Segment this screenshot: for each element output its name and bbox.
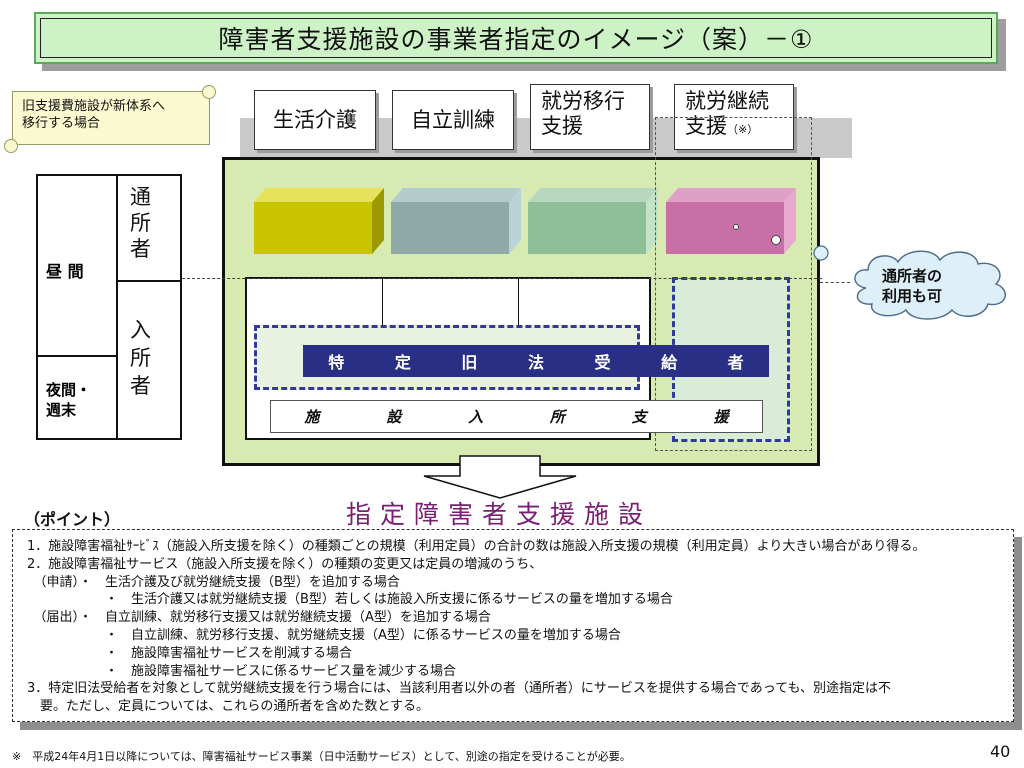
continuous-support-outline [655,117,812,451]
service-jiritsu-kunren: 自立訓練 [392,90,514,150]
scroll-roll-bottom [4,139,18,153]
daytime-label: 昼 間 [46,262,84,281]
service-note-mark: （※） [727,123,759,136]
note-line: 1．施設障害福祉ｻｰﾋﾞｽ（施設入所支援を除く）の種類ごとの規模（利用定員）の合… [27,539,926,554]
cloud-line: 利用も可 [881,287,942,305]
time-resident-table [36,174,182,440]
note-line: 要。ただし、定員については、これらの通所者を含めた数とする。 [27,699,429,715]
note-line: ・ 施設障害福祉サービスに係るサービス量を減少する場合 [27,663,457,679]
bar-char: 旧 [461,353,478,372]
night-label-line: 週末 [46,401,77,419]
bar-char: 支 [631,408,647,426]
block-shuro-iko [528,188,658,254]
cloud-text: 通所者の 利用も可 [868,266,956,306]
scroll-note-text: 旧支援費施設が新体系へ 移行する場合 [22,98,212,132]
table-divider [116,174,118,440]
designated-facility-label: 指定障害者支援施設 [346,500,653,529]
bar-char: 援 [713,408,729,426]
scroll-roll-top [202,85,216,99]
service-label: 生活介護 [273,107,357,132]
bar-char: 受 [594,353,611,372]
cloud-line: 通所者の [881,267,942,285]
former-law-recipients-bar: 特 定 旧 法 受 給 者 [303,345,769,377]
note-line: （届出）・ 自立訓練、就労移行支援又は就労継続支援（A型）を追加する場合 [27,610,491,626]
bar-char: 特 [328,353,345,372]
table-divider [36,355,118,357]
service-label: 就労継続 [685,89,769,113]
service-label: 支援 [541,114,583,138]
note-line: 2．施設障害福祉サービス（施設入所支援を除く）の種類の変更又は定員の増減のうち、 [27,556,543,572]
facility-admission-support-bar: 施 設 入 所 支 援 [270,400,763,433]
night-label-line: 夜間・ [46,381,92,399]
night-weekend-label: 夜間・ 週末 [46,380,91,420]
cloud-connector [820,282,850,283]
residents-label: 入所者 [130,318,155,398]
note-line: ・ 施設障害福祉サービスを削減する場合 [27,645,353,661]
bar-char: 施 [304,408,320,426]
notes-box: 1．施設障害福祉ｻｰﾋﾞｽ（施設入所支援を除く）の種類ごとの規模（利用定員）の合… [12,529,1014,722]
table-divider [116,280,182,282]
bar-char: 入 [468,408,484,426]
service-label: 自立訓練 [411,107,495,132]
bar-char: 設 [386,408,402,426]
footnote: ※ 平成24年4月1日以降については、障害福祉サービス事業（日中活動サービス）と… [12,750,631,763]
block-jiritsu-kunren [391,188,521,254]
bar-char: 者 [727,353,744,372]
connector-dot [813,245,829,261]
grid-divider [382,279,383,339]
bar-char: 所 [549,408,565,426]
note-line: ・ 自立訓練、就労移行支援、就労継続支援（A型）に係るサービスの量を増加する場合 [27,627,621,643]
points-heading: （ポイント） [24,510,121,529]
block-shuro-keizoku [666,188,796,254]
service-shuro-iko: 就労移行 支援 [530,84,650,150]
note-line: ・ 生活介護又は就労継続支援（B型）若しくは施設入所支援に係るサービスの量を増加… [27,592,673,608]
service-seikatsu-kaigo: 生活介護 [254,90,376,150]
title-banner: 障害者支援施設の事業者指定のイメージ（案）－① [34,12,998,64]
service-label: 支援 [685,114,727,138]
service-label: 就労移行 [541,89,625,113]
note-line: 3．特定旧法受給者を対象として就労継続支援を行う場合には、当該利用者以外の者（通… [27,681,892,697]
page-title: 障害者支援施設の事業者指定のイメージ（案）－① [40,18,992,58]
bar-char: 定 [394,353,411,372]
bar-char: 法 [527,353,544,372]
down-arrow-icon [423,455,577,499]
day-divider-line [182,278,822,279]
bar-char: 給 [661,353,678,372]
cloud-shape [854,250,1006,320]
note-line: （申請）・ 生活介護及び就労継続支援（B型）を追加する場合 [27,574,400,590]
commuters-label: 通所者 [130,185,155,261]
block-seikatsu-kaigo [254,188,384,254]
scroll-note-line: 移行する場合 [22,116,101,131]
scroll-note [12,91,210,145]
page-number: 40 [990,742,1011,761]
scroll-note-line: 旧支援費施設が新体系へ [22,99,166,114]
grid-divider [518,279,519,339]
